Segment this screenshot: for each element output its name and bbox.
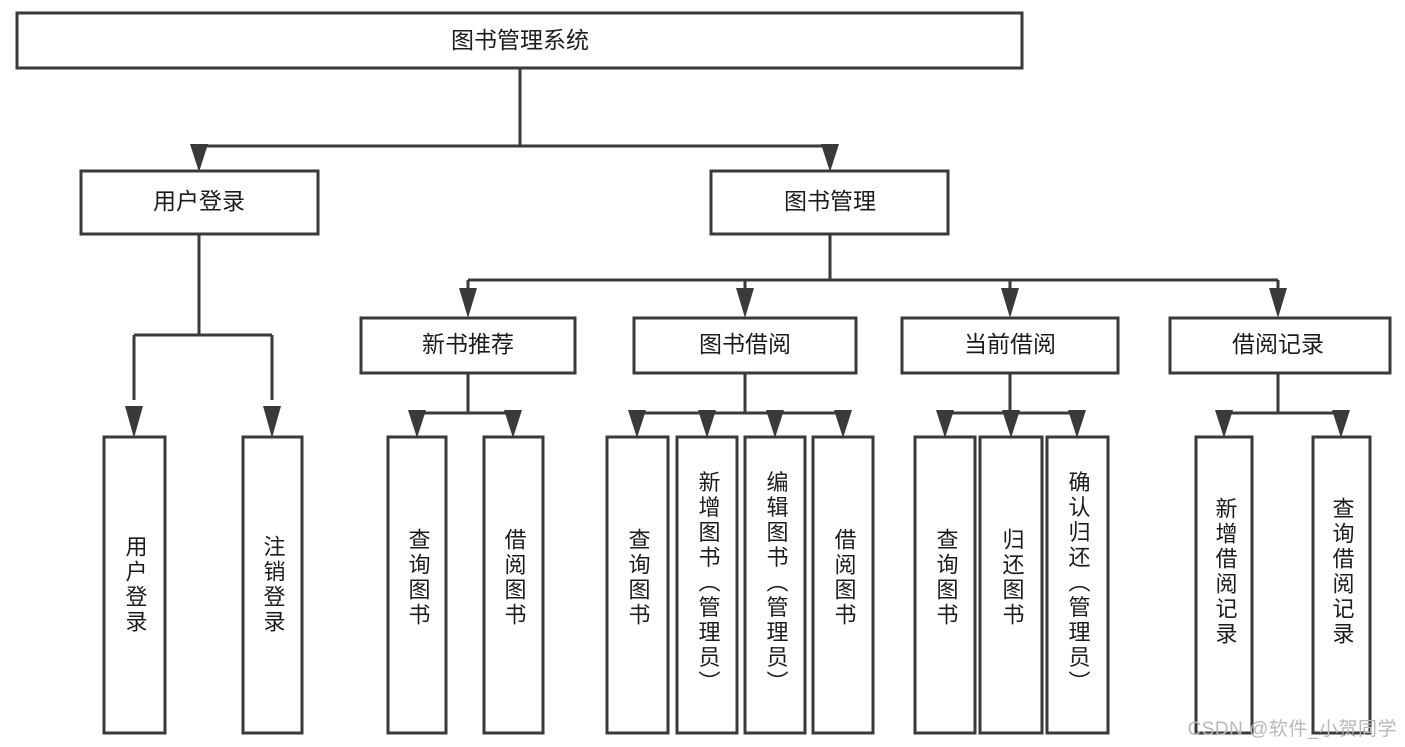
leaf-add-borrow-record[interactable]: 新增借阅记录 bbox=[1194, 435, 1254, 735]
leaf-query-book-rec-label: 查询图书 bbox=[406, 528, 431, 628]
node-book-borrow-label: 图书借阅 bbox=[699, 331, 791, 357]
arrow-head-borrow-record bbox=[1269, 288, 1287, 318]
leaf-return-book-box bbox=[978, 435, 1044, 735]
arrow-head-user-login bbox=[190, 144, 208, 172]
node-borrow-record-label: 借阅记录 bbox=[1232, 331, 1324, 357]
leaf-query-borrow-record-label: 查询借阅记录 bbox=[1330, 497, 1355, 647]
node-root-system[interactable]: 图书管理系统 bbox=[15, 11, 1024, 70]
leaf-user-login-box bbox=[102, 435, 167, 735]
node-book-management[interactable]: 图书管理 bbox=[709, 169, 950, 236]
node-user-login-label: 用户登录 bbox=[153, 188, 245, 214]
leaf-confirm-return-admin-label: 确认归还（管理员） bbox=[1066, 471, 1091, 696]
node-new-book-recommend-box bbox=[359, 316, 577, 375]
arrow-head-book-mgmt bbox=[821, 144, 839, 172]
leaf-query-book-current[interactable]: 查询图书 bbox=[913, 435, 977, 735]
node-borrow-record-box bbox=[1168, 316, 1392, 375]
node-current-borrow-label: 当前借阅 bbox=[964, 331, 1056, 357]
leaf-return-book[interactable]: 归还图书 bbox=[978, 435, 1044, 735]
leaf-add-book-admin-label: 新增图书（管理员） bbox=[696, 471, 721, 696]
arrow-head-leaf-query-book-2 bbox=[628, 410, 646, 438]
leaf-query-book-current-box bbox=[913, 435, 977, 735]
leaf-user-login-label: 用户登录 bbox=[123, 535, 148, 635]
node-new-book-recommend[interactable]: 新书推荐 bbox=[359, 316, 577, 375]
node-new-book-recommend-label: 新书推荐 bbox=[422, 331, 514, 357]
arrow-head-leaf-query-book-1 bbox=[408, 410, 426, 438]
node-current-borrow[interactable]: 当前借阅 bbox=[900, 316, 1120, 375]
arrow-head-leaf-query-book-3 bbox=[936, 410, 954, 438]
arrow-head-leaf-borrow-book-1 bbox=[504, 410, 522, 438]
arrow-head-new-book-rec bbox=[459, 288, 477, 318]
arrow-head-leaf-edit-book bbox=[766, 410, 784, 438]
connector-layer bbox=[125, 68, 1350, 438]
leaf-add-book-admin-box bbox=[675, 435, 739, 735]
leaf-confirm-return-admin-box bbox=[1045, 435, 1110, 735]
leaf-query-book-rec-box bbox=[386, 435, 448, 735]
leaf-add-book-admin[interactable]: 新增图书（管理员） bbox=[675, 435, 739, 735]
leaf-add-borrow-record-label: 新增借阅记录 bbox=[1213, 497, 1238, 647]
arrow-head-leaf-query-record bbox=[1332, 410, 1350, 438]
arrow-head-leaf-confirm-return bbox=[1068, 410, 1086, 438]
leaf-add-borrow-record-box bbox=[1194, 435, 1254, 735]
node-borrow-record[interactable]: 借阅记录 bbox=[1168, 316, 1392, 375]
arrow-head-leaf-return-book bbox=[1002, 410, 1020, 438]
leaf-borrow-book-rec[interactable]: 借阅图书 bbox=[482, 435, 545, 735]
node-book-borrow-box bbox=[632, 316, 858, 375]
node-user-login-box bbox=[79, 169, 320, 236]
leaf-query-book-rec[interactable]: 查询图书 bbox=[386, 435, 448, 735]
node-user-login[interactable]: 用户登录 bbox=[79, 169, 320, 236]
leaf-logout-label: 注销登录 bbox=[261, 535, 286, 635]
leaf-logout-box bbox=[241, 435, 304, 735]
node-book-management-box bbox=[709, 169, 950, 236]
leaf-query-book-borrow-box bbox=[605, 435, 670, 735]
leaf-edit-book-admin-box bbox=[743, 435, 807, 735]
leaf-borrow-book-borrow-box bbox=[811, 435, 875, 735]
arrow-head-leaf-logout bbox=[263, 406, 281, 438]
leaf-query-borrow-record[interactable]: 查询借阅记录 bbox=[1311, 435, 1372, 735]
leaf-confirm-return-admin[interactable]: 确认归还（管理员） bbox=[1045, 435, 1110, 735]
leaf-query-borrow-record-box bbox=[1311, 435, 1372, 735]
leaf-query-book-borrow[interactable]: 查询图书 bbox=[605, 435, 670, 735]
leaf-borrow-book-borrow[interactable]: 借阅图书 bbox=[811, 435, 875, 735]
leaf-logout[interactable]: 注销登录 bbox=[241, 435, 304, 735]
leaf-return-book-label: 归还图书 bbox=[1000, 528, 1025, 628]
node-root-system-box bbox=[15, 11, 1024, 70]
leaf-borrow-book-rec-label: 借阅图书 bbox=[502, 528, 527, 628]
arrow-head-leaf-user-login bbox=[125, 406, 143, 438]
leaf-query-book-current-label: 查询图书 bbox=[934, 528, 959, 628]
arrow-head-leaf-add-record bbox=[1215, 410, 1233, 438]
arrow-head-book-borrow bbox=[736, 288, 754, 318]
leaf-borrow-book-borrow-label: 借阅图书 bbox=[832, 528, 857, 628]
leaf-edit-book-admin[interactable]: 编辑图书（管理员） bbox=[743, 435, 807, 735]
arrow-head-leaf-borrow-book-2 bbox=[834, 410, 852, 438]
node-current-borrow-box bbox=[900, 316, 1120, 375]
leaf-user-login[interactable]: 用户登录 bbox=[102, 435, 167, 735]
arrow-head-current-borrow bbox=[1001, 288, 1019, 318]
node-book-management-label: 图书管理 bbox=[784, 188, 876, 214]
node-root-system-label: 图书管理系统 bbox=[451, 27, 589, 53]
arrow-head-leaf-add-book bbox=[698, 410, 716, 438]
leaf-query-book-borrow-label: 查询图书 bbox=[626, 528, 651, 628]
node-book-borrow[interactable]: 图书借阅 bbox=[632, 316, 858, 375]
leaf-edit-book-admin-label: 编辑图书（管理员） bbox=[764, 471, 789, 696]
csdn-watermark: CSDN @软件_小贺同学 bbox=[1187, 719, 1397, 740]
leaf-borrow-book-rec-box bbox=[482, 435, 545, 735]
